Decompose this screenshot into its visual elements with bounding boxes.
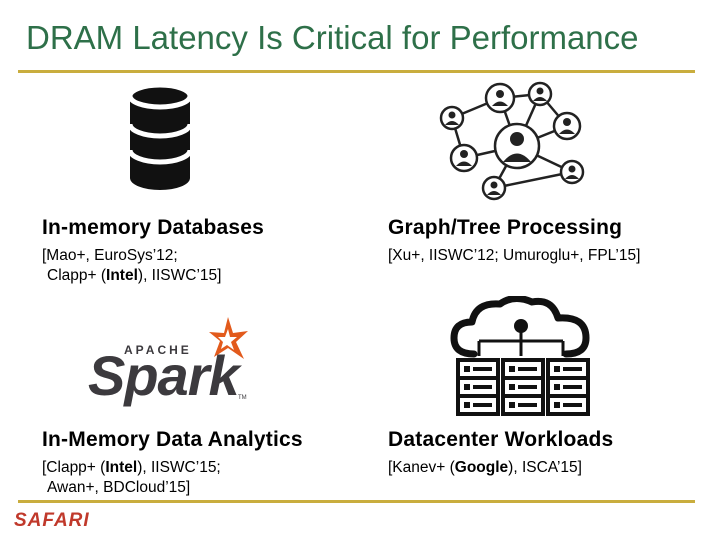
citation-line: [Mao+, EuroSys’12; [42, 247, 178, 264]
apache-spark-logo: APACHE Spark TM [88, 315, 268, 410]
user-network-graph-icon [439, 81, 585, 201]
citation-text: ), ISCA’15] [508, 459, 582, 476]
citation-text: ), IISWC’15] [137, 267, 222, 284]
cell-citation-datacenter: [Kanev+ (Google), ISCA’15] [388, 458, 582, 478]
citation-company: Intel [105, 459, 138, 476]
title-rule [18, 70, 695, 73]
cell-heading-datacenter: Datacenter Workloads [388, 428, 614, 451]
footer-rule [18, 500, 695, 503]
safari-logo: SAFARI [14, 510, 90, 531]
citation-line: Awan+, BDCloud’15] [47, 479, 191, 496]
citation-text: Clapp+ ( [47, 267, 107, 284]
cell-citation-graph: [Xu+, IISWC’12; Umuroglu+, FPL’15] [388, 247, 641, 264]
citation-text: [Clapp+ ( [42, 459, 106, 476]
cell-heading-databases: In-memory Databases [42, 216, 265, 239]
logo-apache-text: APACHE [124, 343, 192, 357]
spark-star-icon [209, 317, 248, 359]
cell-citation-databases: [Mao+, EuroSys’12; Clapp+ (Intel), IISWC… [42, 246, 221, 286]
citation-text: ), IISWC’15; [137, 459, 221, 476]
cell-heading-analytics: In-Memory Data Analytics [42, 428, 303, 451]
citation-company: Google [454, 459, 509, 476]
cloud-datacenter-icon [450, 296, 590, 416]
database-icon [127, 82, 193, 190]
slide-title: DRAM Latency Is Critical for Performance [26, 19, 639, 56]
cell-citation-analytics: [Clapp+ (Intel), IISWC’15; Awan+, BDClou… [42, 458, 221, 498]
logo-trademark: TM [238, 395, 247, 401]
citation-company: Intel [106, 267, 138, 284]
logo-spark-text: Spark [88, 344, 240, 407]
cell-heading-graph: Graph/Tree Processing [388, 216, 623, 239]
citation-text: [Kanev+ ( [388, 459, 455, 476]
